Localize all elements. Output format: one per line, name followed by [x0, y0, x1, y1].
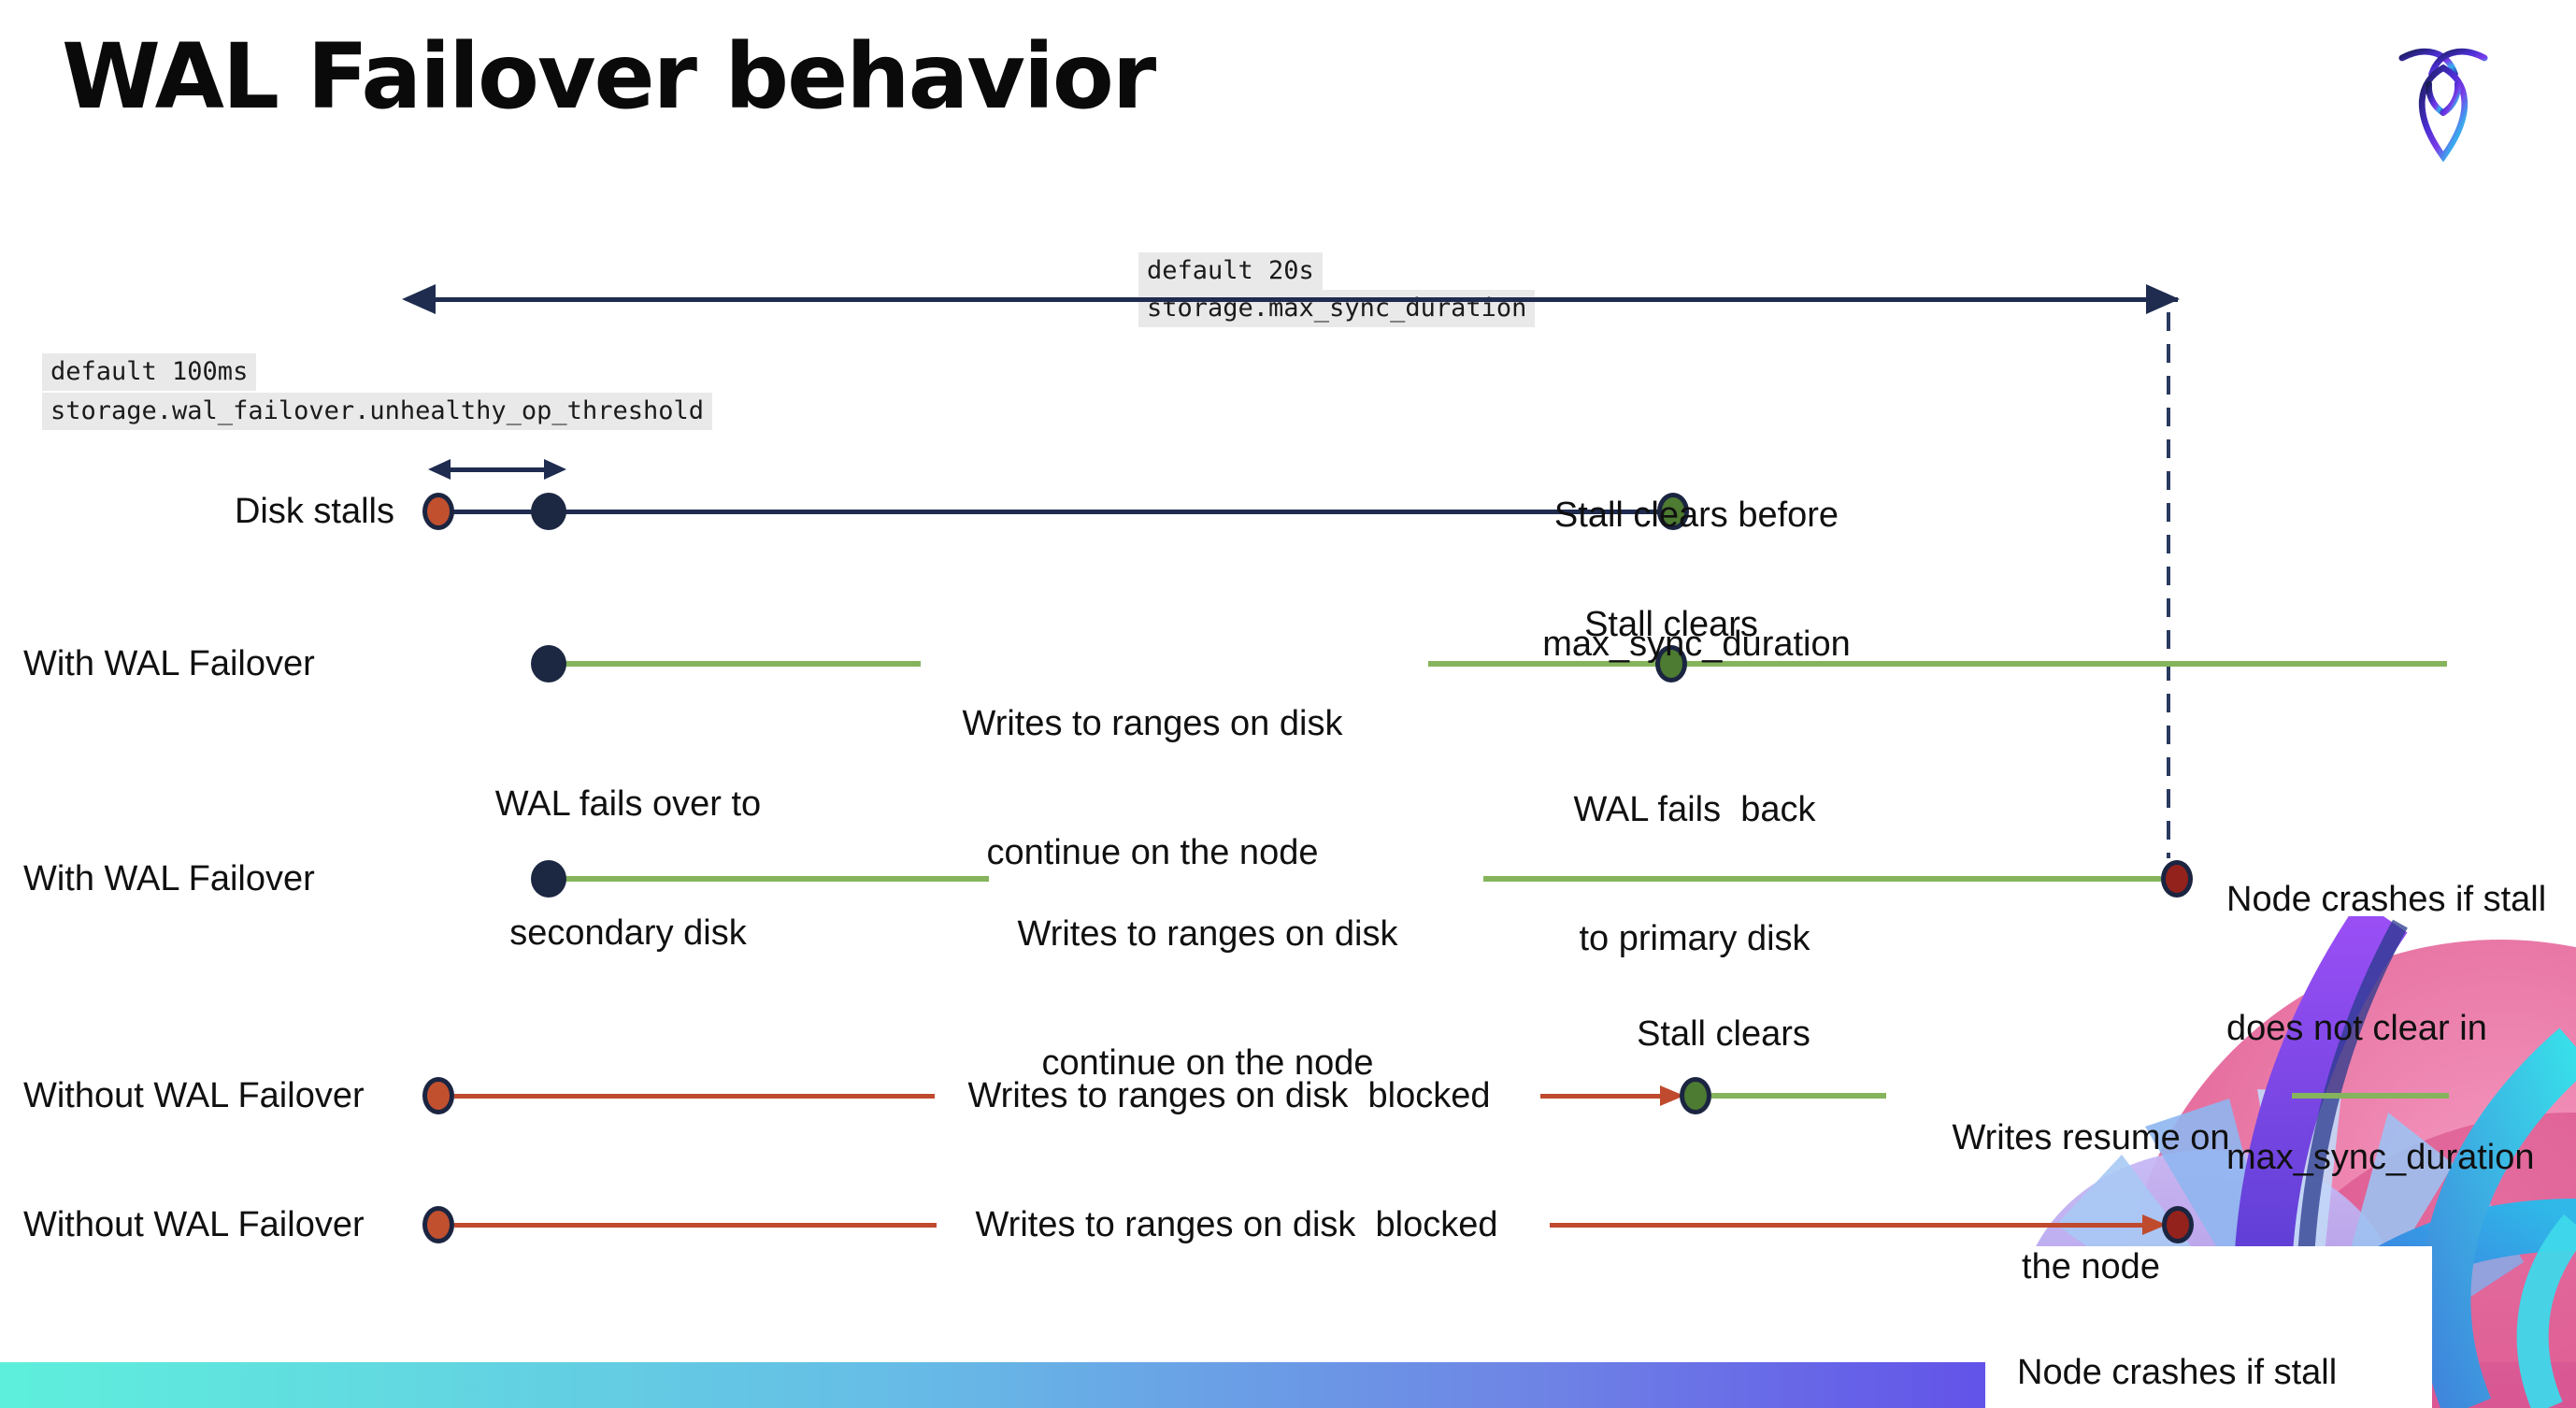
row-label-with-wal-failover-2: With WAL Failover [23, 859, 315, 898]
writes-blocked-line-2a [454, 1223, 937, 1228]
annotation-wal-fails-back: WAL fails back to primary disk [1506, 702, 1883, 1046]
row-label-disk-stalls: Disk stalls [234, 492, 394, 531]
annotation-stall-clears-1: Stall clears [1584, 605, 1758, 644]
annotation-line: to primary disk [1579, 919, 1810, 958]
writes-continue-line-1b [1428, 661, 2447, 667]
stall-clears-dot-1 [1655, 645, 1687, 682]
annotation-line: WAL fails over to [494, 784, 762, 824]
wal-failover-start-dot-2 [531, 860, 566, 898]
annotation-line: WAL fails back [1573, 790, 1816, 829]
row-label-with-wal-failover-1: With WAL Failover [23, 644, 315, 683]
row-label-without-wal-failover-2: Without WAL Failover [23, 1205, 365, 1244]
annotation-line: secondary disk [509, 913, 747, 953]
threshold-double-arrow-line [447, 467, 548, 472]
blocked-arrowhead-icon-2 [2142, 1214, 2167, 1235]
annotation-line: Stall clears before [1553, 496, 1839, 535]
stall-start-dot-1 [422, 1077, 454, 1114]
max-sync-dashed-guide-line [2167, 312, 2170, 858]
annotation-line: Writes to ranges on disk [962, 704, 1343, 743]
annotation-node-crashes-1: Node crashes if stall does not clear in … [2226, 792, 2576, 1265]
disk-stall-start-dot [422, 493, 454, 530]
annotation-writes-continue-2: Writes to ranges on disk continue on the… [1000, 826, 1415, 1171]
page-title: WAL Failover behavior [62, 24, 1156, 129]
stall-start-dot-2 [422, 1206, 454, 1243]
stall-clears-dot-2 [1680, 1077, 1711, 1114]
annotation-line: max_sync_duration [1542, 625, 1851, 664]
node-crash-dot-2 [2162, 1206, 2194, 1243]
annotation-line: the node [2022, 1247, 2160, 1286]
row-label-without-wal-failover-1: Without WAL Failover [23, 1076, 365, 1115]
annotation-line: does not clear in [2226, 1009, 2487, 1048]
annotation-writes-blocked-2: Writes to ranges on disk blocked [975, 1205, 1498, 1244]
threshold-arrowhead-right-icon [544, 459, 566, 480]
failover-threshold-dot [531, 493, 566, 530]
writes-blocked-line-2b [1550, 1223, 2144, 1228]
annotation-node-crashes-2: Node crashes if stall does not clear in … [1985, 1246, 2432, 1408]
node-crashes-caption-box: Node crashes if stall does not clear in … [1985, 1246, 2432, 1408]
writes-resume-line-1b [2292, 1093, 2449, 1099]
disk-stalls-timeline [438, 510, 1673, 514]
writes-continue-line-1a [555, 661, 921, 667]
threshold-arrowhead-left-icon [428, 459, 451, 480]
annotation-line: Node crashes if stall [2226, 880, 2547, 919]
annotation-line: continue on the node [986, 833, 1319, 872]
max-sync-arrowhead-left-icon [402, 284, 436, 314]
annotation-writes-resume: Writes resume on the node [1922, 1030, 2260, 1374]
stall-clears-early-dot [1657, 493, 1689, 530]
unhealthy-threshold-setting-label: storage.wal_failover.unhealthy_op_thresh… [42, 393, 712, 430]
blocked-arrowhead-icon-1 [1660, 1085, 1684, 1106]
annotation-writes-continue-1: Writes to ranges on disk continue on the… [947, 616, 1358, 960]
writes-continue-line-2a [555, 876, 989, 882]
writes-continue-line-2b [1483, 876, 2161, 882]
writes-blocked-line-1b [1540, 1094, 1662, 1099]
max-sync-setting-label: storage.max_sync_duration [1138, 290, 1536, 327]
annotation-line: Writes resume on [1952, 1118, 2230, 1157]
annotation-writes-blocked-1: Writes to ranges on disk blocked [967, 1076, 1491, 1115]
max-sync-duration-arrow-line [430, 297, 2178, 302]
annotation-line: continue on the node [1041, 1043, 1374, 1083]
annotation-stall-clears-2: Stall clears [1637, 1014, 1810, 1054]
unhealthy-threshold-default-label: default 100ms [42, 353, 257, 391]
cockroachdb-logo [2398, 48, 2488, 163]
annotation-line: Writes to ranges on disk [1017, 914, 1398, 954]
writes-blocked-line-1a [454, 1094, 935, 1099]
max-sync-arrowhead-right-icon [2146, 284, 2180, 314]
node-crash-dot-1 [2161, 860, 2193, 898]
max-sync-default-label: default 20s [1138, 252, 1323, 290]
annotation-line: Node crashes if stall [2017, 1353, 2338, 1392]
writes-resume-line-1a [1711, 1093, 1886, 1099]
annotation-line: max_sync_duration [2226, 1138, 2535, 1177]
wal-failover-start-dot-1 [531, 645, 566, 682]
annotation-wal-fails-over: WAL fails over to secondary disk [437, 697, 819, 1041]
annotation-stall-clears-before: Stall clears before max_sync_duration [1496, 408, 1897, 752]
